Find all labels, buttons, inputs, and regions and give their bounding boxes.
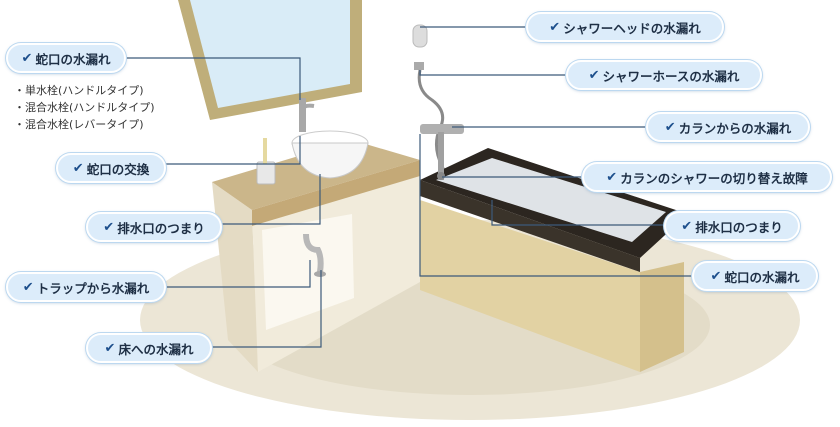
label-shower-head-leak[interactable]: ✔シャワーヘッドの水漏れ (526, 12, 724, 42)
leader-lines (118, 26, 693, 348)
label-trap-leak[interactable]: ✔トラップから水漏れ (6, 272, 166, 302)
label-drain-clog-sink[interactable]: ✔排水口のつまり (86, 212, 222, 242)
label-kalan-switch-fail[interactable]: ✔カランのシャワーの切り替え故障 (582, 162, 832, 192)
check-icon: ✔ (681, 218, 693, 234)
toothbrush (263, 138, 267, 164)
sink-bowl (291, 142, 369, 179)
trap-pipe (303, 233, 324, 273)
label-faucet-leak-tub[interactable]: ✔蛇口の水漏れ (692, 261, 818, 291)
label-floor-leak[interactable]: ✔床への水漏れ (86, 333, 212, 363)
check-icon: ✔ (21, 50, 33, 66)
label-shower-hose-leak[interactable]: ✔シャワーホースの水漏れ (566, 60, 762, 90)
faucet-type-item: 単水栓(ハンドルタイプ) (14, 82, 155, 99)
label-faucet-replace[interactable]: ✔蛇口の交換 (56, 153, 166, 183)
check-icon: ✔ (549, 19, 561, 35)
sink-faucet-spout (300, 103, 315, 113)
faucet-type-list: 単水栓(ハンドルタイプ) 混合水栓(ハンドルタイプ) 混合水栓(レバータイプ) (14, 82, 155, 133)
check-icon: ✔ (104, 340, 116, 356)
faucet-type-item: 混合水栓(ハンドルタイプ) (14, 99, 155, 116)
tub-front (420, 200, 640, 372)
tub-side (640, 262, 684, 372)
tub-rim-edge (420, 180, 640, 272)
faucet-type-item: 混合水栓(レバータイプ) (14, 116, 155, 133)
cup (256, 161, 276, 185)
tub-faucet-spout (438, 132, 444, 180)
check-icon: ✔ (710, 268, 722, 284)
label-drain-clog-tub[interactable]: ✔排水口のつまり (664, 211, 800, 241)
label-faucet-leak-sink[interactable]: ✔蛇口の水漏れ (6, 43, 126, 73)
check-icon: ✔ (664, 119, 676, 135)
sink-faucet (299, 98, 306, 132)
trap-joint (314, 271, 326, 277)
check-icon: ✔ (103, 219, 115, 235)
vanity-side (212, 182, 258, 372)
vanity-opening (262, 214, 354, 330)
label-kalan-leak[interactable]: ✔カランからの水漏れ (646, 112, 810, 142)
shower-holder (414, 62, 424, 70)
tub-faucet-switch (437, 172, 445, 180)
check-icon: ✔ (588, 67, 600, 83)
vanity-edge (252, 160, 420, 226)
tub-basin (436, 158, 666, 242)
check-icon: ✔ (606, 169, 618, 185)
shower-head (412, 24, 428, 48)
mirror-glass (190, 0, 350, 108)
check-icon: ✔ (22, 279, 34, 295)
check-icon: ✔ (72, 160, 84, 176)
